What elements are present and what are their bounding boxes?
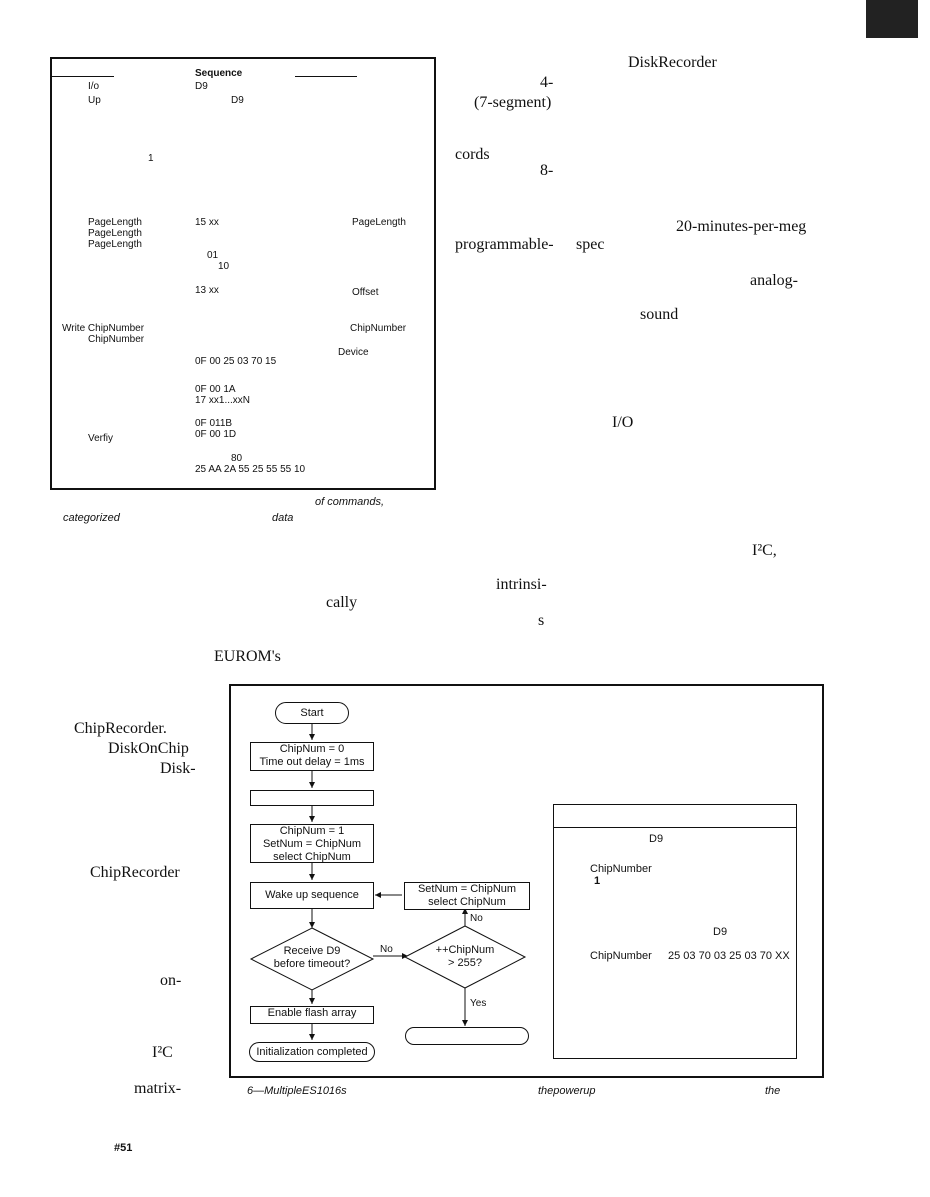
table-sequence-value: 0F 00 1D — [195, 429, 237, 440]
table-right-label: Device — [338, 347, 369, 358]
body-text: DiskRecorder — [628, 54, 717, 71]
figure-caption: 6—MultipleES1016s — [247, 1085, 347, 1097]
end-terminal — [405, 1027, 529, 1045]
table-left-label: 1 — [148, 153, 154, 164]
inset-header-rule — [553, 827, 796, 828]
figure-caption: the — [765, 1085, 781, 1097]
table-sequence-value: 0F 00 25 03 70 15 — [195, 356, 277, 367]
figure-caption: thepowerup — [538, 1085, 596, 1097]
table-left-label: ChipNumber — [88, 334, 145, 345]
body-text: 8- — [540, 162, 554, 179]
table-sequence-value: 80 — [231, 453, 243, 464]
body-text: ChipRecorder — [90, 864, 180, 881]
table-sequence-value: 0F 011B — [195, 418, 233, 429]
inset-value: D9 — [649, 833, 664, 845]
inset-value: ChipNumber — [590, 950, 652, 962]
inset-value: ChipNumber — [590, 863, 652, 875]
table-left-label: Write ChipNumber — [62, 323, 145, 334]
body-text: I²C — [152, 1044, 173, 1061]
table-left-label: PageLength — [88, 217, 142, 228]
table-left-label: I/o — [88, 81, 100, 92]
inset-table — [553, 804, 797, 1059]
body-text: 4- — [540, 74, 554, 91]
decision-chipnum-text: ++ChipNum> 255? — [435, 944, 495, 969]
table-left-label: Verfiy — [88, 433, 114, 444]
no-label: No — [470, 913, 483, 924]
body-text: I/O — [612, 414, 634, 431]
table-sequence-value: 17 xx1...xxN — [195, 395, 251, 406]
table-sequence-value: D9 — [195, 81, 208, 92]
body-text: cally — [326, 594, 358, 611]
body-text: I²C, — [752, 542, 777, 559]
body-text: (7-segment) — [474, 94, 552, 111]
body-text: DiskOnChip — [108, 740, 189, 757]
no-label: No — [380, 944, 393, 955]
done-terminal: Initialization completed — [249, 1042, 375, 1062]
body-text: cords — [455, 146, 490, 163]
start-terminal: Start — [275, 702, 349, 724]
body-text: Disk- — [160, 760, 196, 777]
table-left-label: PageLength — [88, 239, 142, 250]
inset-value: 25 03 70 03 25 03 70 XX — [668, 950, 790, 962]
body-text: 20-minutes-per-meg — [676, 218, 807, 235]
figure-frame — [229, 684, 824, 1078]
table-left-label: Up — [88, 95, 101, 106]
body-text: programmable- — [455, 236, 554, 253]
table-header-sequence: Sequence — [195, 68, 243, 79]
body-text: on- — [160, 972, 182, 989]
table-caption: of commands, — [315, 496, 385, 508]
body-text: ChipRecorder. — [74, 720, 167, 737]
command-table — [50, 57, 436, 490]
table-rule-right — [295, 76, 357, 77]
wake-box: Wake up sequence — [250, 882, 374, 909]
blank-box — [250, 790, 374, 806]
body-text: spec — [576, 236, 605, 253]
table-caption: data — [272, 512, 294, 524]
table-sequence-value: 13 xx — [195, 285, 219, 296]
body-text: matrix- — [134, 1080, 182, 1097]
decision-chipnum — [403, 925, 527, 989]
table-right-label: PageLength — [352, 217, 406, 228]
inset-value: 1 — [594, 875, 601, 887]
enable-box: Enable flash array — [250, 1006, 374, 1024]
body-text: analog- — [750, 272, 798, 289]
inset-value: D9 — [713, 926, 728, 938]
table-right-label: ChipNumber — [350, 323, 407, 334]
body-text: intrinsi- — [496, 576, 547, 593]
table-left-label: PageLength — [88, 228, 142, 239]
table-sequence-value: 0F 00 1A — [195, 384, 236, 395]
decision-timeout — [249, 927, 375, 991]
table-sequence-value: 01 — [207, 250, 219, 261]
body-text: EUROM's — [214, 648, 281, 665]
body-text: sound — [640, 306, 679, 323]
table-sequence-value: 15 xx — [195, 217, 219, 228]
table-sequence-value: 25 AA 2A 55 25 55 55 10 — [195, 464, 306, 475]
page-number: #51 — [114, 1142, 133, 1154]
table-sequence-value: 10 — [218, 261, 230, 272]
body-text: s — [538, 612, 545, 629]
corner-mark — [866, 0, 918, 38]
table-right-label: Offset — [352, 287, 379, 298]
yes-label: Yes — [470, 998, 487, 1009]
table-caption: categorized — [63, 512, 120, 524]
table-sequence-value: D9 — [231, 95, 244, 106]
table-rule-left — [52, 76, 114, 77]
